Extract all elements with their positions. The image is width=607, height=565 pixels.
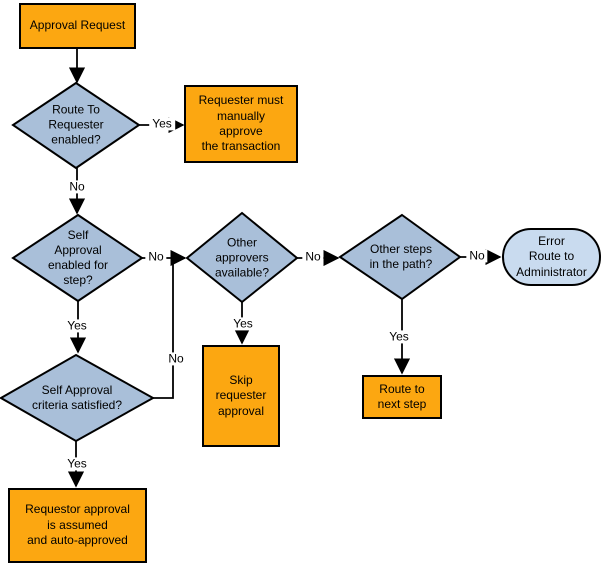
node-requestor-auto-approved: Requestor approval is assumed and auto-a… <box>8 488 147 563</box>
edge-label-self-enabled-yes: Yes <box>64 319 90 333</box>
edge-label-approvers-yes: Yes <box>230 317 256 331</box>
decision-route-to-requester <box>11 81 141 170</box>
node-requester-manual-approve: Requester must manually approve the tran… <box>184 85 298 163</box>
decision-self-approval-enabled <box>11 213 144 303</box>
edge-criteria-no <box>153 253 174 399</box>
node-error-route-administrator: Error Route to Administrator <box>502 228 601 286</box>
edge-label-approvers-no: No <box>302 250 324 264</box>
node-route-next-step-label: Route to next step <box>377 381 427 411</box>
node-approval-request-label: Approval Request <box>29 18 126 33</box>
decision-other-steps <box>338 213 462 301</box>
decision-self-approval-criteria <box>0 353 156 443</box>
node-requestor-auto-approved-label: Requestor approval is assumed and auto-a… <box>25 502 130 548</box>
edge-label-route-no: No <box>66 180 88 194</box>
node-requester-manual-approve-label: Requester must manually approve the tran… <box>198 93 284 154</box>
edge-label-criteria-no: No <box>165 352 187 366</box>
edge-label-route-yes: Yes <box>149 117 175 131</box>
node-skip-requester-approval: Skip requester approval <box>202 345 280 447</box>
edge-label-self-enabled-no: No <box>145 250 167 264</box>
node-error-route-administrator-label: Error Route to Administrator <box>516 233 587 279</box>
node-approval-request: Approval Request <box>19 3 136 49</box>
node-skip-requester-approval-label: Skip requester approval <box>215 372 267 418</box>
edge-label-steps-yes: Yes <box>386 330 412 344</box>
edge-label-criteria-yes: Yes <box>64 457 90 471</box>
node-route-next-step: Route to next step <box>362 375 442 419</box>
decision-other-approvers <box>185 211 299 304</box>
edge-label-steps-no: No <box>466 249 488 263</box>
